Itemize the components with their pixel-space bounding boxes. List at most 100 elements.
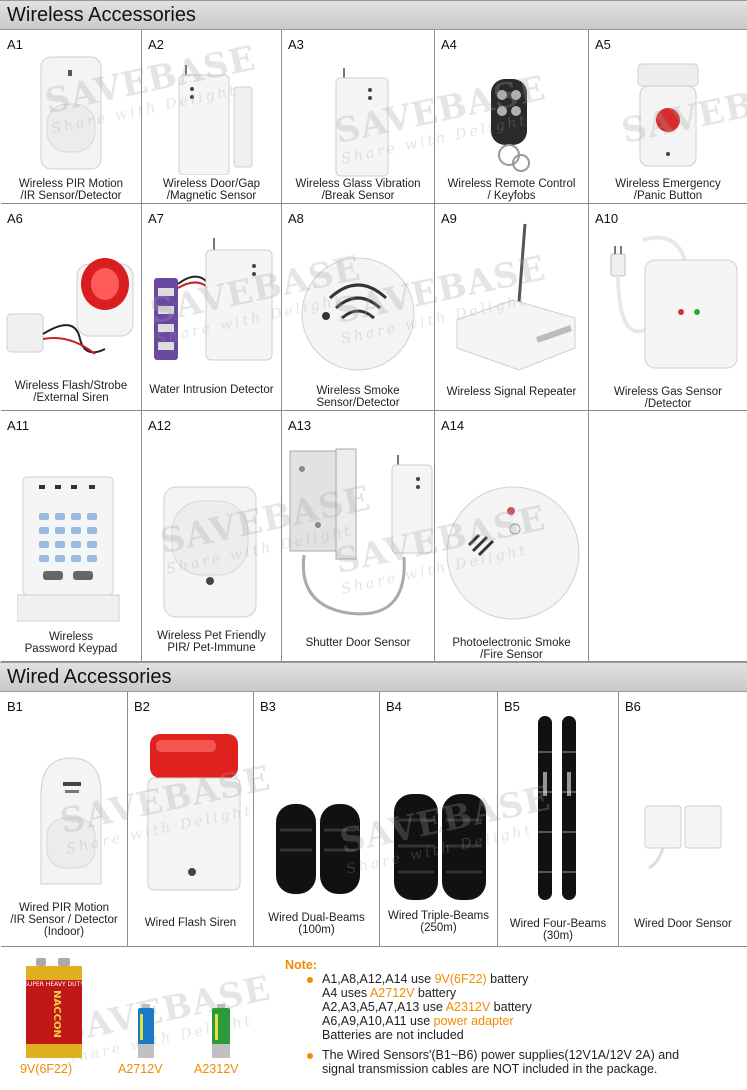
- product-label: Wireless Remote Control / Keyfobs: [447, 178, 576, 202]
- product-cell-a1: A1 Wireless PIR Motion /IR Sensor/Detect…: [1, 30, 142, 204]
- product-cell-a13: A13 Shutter Door Sensor: [282, 411, 435, 662]
- product-label: Wired PIR Motion /IR Sensor / Detector (…: [10, 902, 118, 938]
- product-code: B3: [260, 699, 276, 714]
- product-code: A4: [441, 37, 457, 52]
- photo-smoke-icon: [446, 486, 580, 620]
- product-code: B4: [386, 699, 402, 714]
- product-code: B6: [625, 699, 641, 714]
- note-panel: SUPER HEAVY DUTY NACCON 9V(6F22) A2712V …: [0, 952, 747, 1090]
- product-label: Wired Door Sensor: [634, 918, 732, 930]
- product-label: Wireless Door/Gap /Magnetic Sensor: [162, 178, 261, 202]
- wired-note-line: The Wired Sensors'(B1~B6) power supplies…: [322, 1048, 680, 1062]
- product-code: A10: [595, 211, 619, 226]
- product-code: A7: [148, 211, 164, 226]
- battery-9v-label: 9V(6F22): [20, 1062, 73, 1076]
- battery-note-line: A6,A9,A10,A11 use power adapter: [322, 1014, 514, 1028]
- bullet-icon: [307, 1053, 313, 1059]
- wireless-section-title: Wireless Accessories: [7, 4, 196, 26]
- product-cell-a9: A9 Wireless Signal Repeater: [435, 204, 589, 411]
- product-code: B2: [134, 699, 150, 714]
- battery-a27-label: A2712V: [118, 1062, 163, 1076]
- product-label: Wireless Password Keypad: [24, 631, 118, 655]
- battery-a23-label: A2312V: [194, 1062, 239, 1076]
- product-label: Wireless Flash/Strobe /External Siren: [14, 380, 128, 404]
- product-code: A5: [595, 37, 611, 52]
- product-code: B5: [504, 699, 520, 714]
- product-cell-b5: B5 Wired Four-Beams (30m): [498, 692, 619, 947]
- product-label: Wireless Pet Friendly PIR/ Pet-Immune: [157, 630, 266, 654]
- battery-a27-icon: [138, 1004, 154, 1058]
- product-label: Photoelectronic Smoke /Fire Sensor: [452, 637, 571, 661]
- product-code: B1: [7, 699, 23, 714]
- dual-beam-icon: [276, 804, 360, 894]
- product-cell-a5: A5 Wireless Emergency /Panic Button: [589, 30, 747, 204]
- battery-a23-icon: [212, 1004, 230, 1058]
- product-label: Wired Flash Siren: [144, 917, 237, 929]
- keyfob-icon: [491, 79, 530, 172]
- note-title: Note:: [285, 958, 317, 972]
- four-beam-icon: [538, 716, 576, 900]
- product-cell-b6: B6 Wired Door Sensor: [619, 692, 747, 947]
- pir-sensor-icon: [40, 56, 102, 170]
- wired-pir-icon: [40, 757, 102, 885]
- product-code: A12: [148, 418, 172, 433]
- wired-section-header: Wired Accessories: [0, 662, 747, 692]
- shutter-sensor-icon: [289, 448, 433, 616]
- keypad-icon: [17, 476, 120, 622]
- product-label: Wireless Gas Sensor /Detector: [613, 386, 722, 410]
- door-sensor-icon: [178, 65, 253, 175]
- product-label: Wireless PIR Motion /IR Sensor/Detector: [18, 178, 124, 202]
- product-code: A13: [288, 418, 312, 433]
- wired-note-line: signal transmission cables are NOT inclu…: [322, 1062, 658, 1076]
- repeater-icon: [456, 223, 576, 371]
- strobe-siren-icon: [6, 258, 134, 355]
- triple-beam-icon: [394, 794, 486, 900]
- product-cell-a7: A7 Water Intrusion Detector: [142, 204, 282, 411]
- battery-note-line: A1,A8,A12,A14 use 9V(6F22) battery: [322, 972, 529, 986]
- product-label: Wireless Smoke Sensor/Detector: [316, 385, 400, 409]
- flash-siren-icon: [147, 734, 241, 891]
- product-code: A1: [7, 37, 23, 52]
- product-cell-a2: A2 Wireless Door/Gap /Magnetic Sensor: [142, 30, 282, 204]
- wireless-section-header: Wireless Accessories: [0, 0, 747, 30]
- bullet-icon: [307, 977, 313, 983]
- battery-brand: NACCON: [51, 990, 62, 1038]
- product-label: Wireless Signal Repeater: [446, 386, 577, 398]
- product-cell-a8: A8 Wireless Smoke Sensor/Detector: [282, 204, 435, 411]
- product-cell-b4: B4 Wired Triple-Beams (250m): [380, 692, 498, 947]
- glass-sensor-icon: [335, 68, 389, 177]
- product-cell-a3: A3 Wireless Glass Vibration /Break Senso…: [282, 30, 435, 204]
- product-label: Wired Dual-Beams (100m): [268, 912, 365, 936]
- panic-button-icon: [637, 63, 699, 167]
- product-label: Wired Triple-Beams (250m): [388, 910, 489, 934]
- wired-section-title: Wired Accessories: [7, 666, 172, 688]
- product-cell-a10: A10 Wireless Gas Sensor /Detector: [589, 204, 747, 411]
- smoke-detector-icon: [301, 257, 415, 371]
- battery-note-line: A2,A3,A5,A7,A13 use A2312V battery: [322, 1000, 532, 1014]
- product-code: A14: [441, 418, 465, 433]
- battery-9v-icon: SUPER HEAVY DUTY NACCON: [24, 958, 84, 1058]
- product-cell-b1: B1 Wired PIR Motion /IR Sensor / Detecto…: [1, 692, 128, 947]
- product-label: Shutter Door Sensor: [305, 637, 411, 649]
- product-cell-b3: B3 Wired Dual-Beams (100m): [254, 692, 380, 947]
- battery-note-line: Batteries are not included: [322, 1028, 464, 1042]
- product-label: Water Intrusion Detector: [149, 384, 274, 396]
- product-cell-a14: A14 Photoelectronic Smoke /Fire Sensor: [435, 411, 589, 662]
- empty-cell: [589, 411, 747, 662]
- gas-sensor-icon: [610, 235, 738, 369]
- product-code: A8: [288, 211, 304, 226]
- product-label: Wired Four-Beams (30m): [509, 918, 607, 942]
- product-cell-a11: A11 Wireless Password Keypad: [1, 411, 142, 662]
- product-cell-a12: A12 Wireless Pet Friendly PIR/ Pet-Immun…: [142, 411, 282, 662]
- product-label: Wireless Emergency /Panic Button: [615, 178, 721, 202]
- product-code: A6: [7, 211, 23, 226]
- product-code: A2: [148, 37, 164, 52]
- wired-door-sensor-icon: [644, 805, 722, 870]
- product-label: Wireless Glass Vibration /Break Sensor: [295, 178, 421, 202]
- pet-pir-icon: [163, 486, 257, 618]
- product-code: A3: [288, 37, 304, 52]
- battery-note-line: A4 uses A2712V battery: [322, 986, 457, 1000]
- product-cell-b2: B2 Wired Flash Siren: [128, 692, 254, 947]
- product-cell-a6: A6 Wireless Flash/Strobe /External Siren: [1, 204, 142, 411]
- svg-text:SUPER HEAVY DUTY: SUPER HEAVY DUTY: [24, 981, 84, 988]
